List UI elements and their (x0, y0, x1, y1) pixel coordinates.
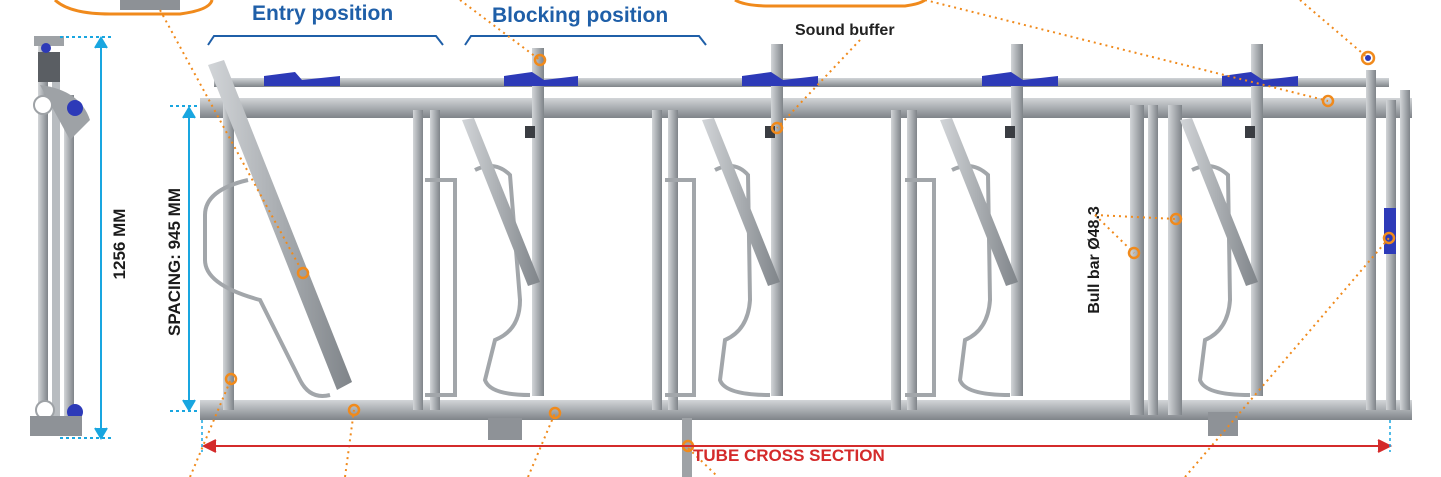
top-callout-fragments (53, 0, 926, 16)
blue-clips (264, 72, 1396, 254)
yoke-tubes (208, 44, 1263, 396)
gate-bays (203, 164, 1251, 398)
sound-buffer-label: Sound buffer (795, 22, 895, 39)
latch-blocks (525, 126, 1255, 138)
top-right-marker-fill (1365, 55, 1371, 61)
height-dimension-line (60, 36, 112, 440)
tube-section-extension-lines (201, 420, 1391, 452)
main-frame (200, 70, 1412, 477)
position-brackets (207, 35, 707, 46)
height-dimension-label: 1256 MM (110, 208, 129, 280)
spacing-label: SPACING: 945 MM (165, 188, 184, 336)
callout-leaders (159, 0, 1390, 477)
callout-markers (224, 50, 1396, 453)
top-callout-photo-fragment (120, 0, 180, 10)
side-view (30, 36, 90, 436)
blocking-position-label: Blocking position (492, 4, 669, 27)
bull-bar-label: Bull bar Ø48.3 (1086, 206, 1103, 314)
tube-cross-section-label: TUBE CROSS SECTION (693, 446, 885, 465)
entry-position-label: Entry position (252, 2, 394, 25)
